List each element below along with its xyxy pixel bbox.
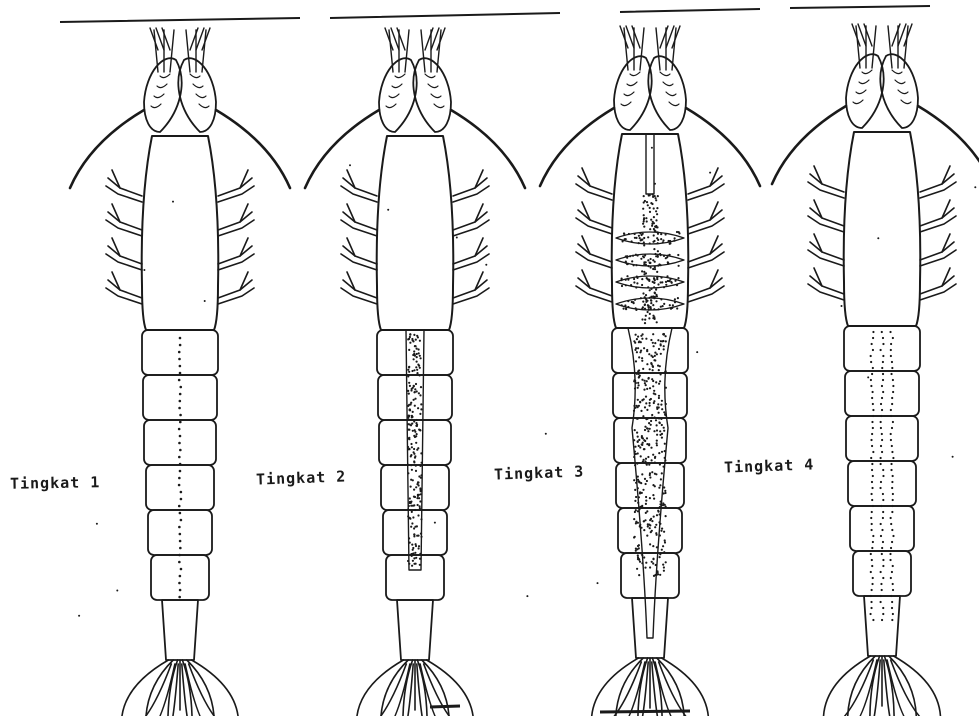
shrimp-stage-1	[70, 28, 290, 716]
telson	[397, 600, 433, 660]
antennal-scales	[144, 58, 216, 132]
walking-legs	[106, 170, 254, 304]
shrimp-stage-2	[305, 28, 528, 716]
gonad-speckle	[406, 330, 424, 570]
antennae	[620, 26, 680, 70]
shrimp-stage-3	[540, 26, 760, 716]
stage-3-label: Tingkat 3	[494, 462, 585, 483]
walking-legs	[808, 166, 956, 300]
telson	[162, 600, 198, 660]
walking-legs	[576, 168, 724, 302]
left-antenna	[772, 106, 846, 184]
right-antenna	[216, 110, 290, 188]
stage-2-label: Tingkat 2	[256, 467, 347, 488]
shrimp-stage-4	[772, 24, 979, 716]
carapace	[377, 136, 454, 330]
right-antenna	[686, 108, 760, 186]
tail-fan	[591, 658, 708, 716]
telson	[864, 596, 900, 656]
gonad-speckle	[869, 331, 894, 621]
antennae	[852, 24, 912, 68]
telson	[632, 598, 668, 658]
left-antenna	[70, 110, 144, 188]
right-antenna	[918, 106, 979, 184]
carapace	[142, 136, 219, 330]
tail-fan	[823, 656, 940, 716]
antennal-scales	[846, 54, 918, 128]
scan-top-border	[60, 6, 930, 712]
scan-specks	[841, 142, 979, 458]
antennal-scales	[379, 58, 451, 132]
left-antenna	[305, 110, 379, 188]
gonad-speckle	[178, 337, 182, 599]
tail-fan	[121, 660, 238, 716]
left-antenna	[540, 108, 614, 186]
stage-4-label: Tingkat 4	[724, 455, 815, 476]
antennae	[385, 28, 445, 72]
right-antenna	[451, 110, 525, 188]
walking-legs	[341, 170, 489, 304]
antennae	[150, 28, 210, 72]
abdomen-segments	[844, 326, 920, 596]
antennal-scales	[614, 56, 686, 130]
carapace	[844, 132, 921, 326]
stage-1-label: Tingkat 1	[10, 473, 101, 493]
gonad-speckle	[616, 134, 684, 638]
